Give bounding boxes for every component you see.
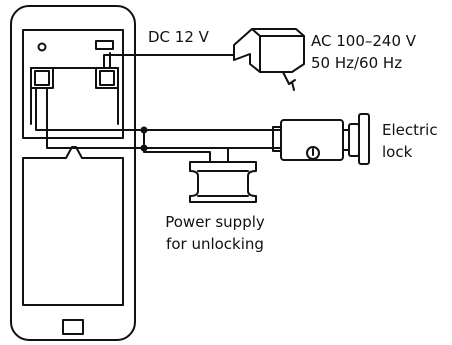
power-supply-line1: Power supply [165,213,265,231]
status-led [37,42,47,52]
electric-lock-line1: Electric [382,121,438,139]
inner-panel-outline [30,67,119,125]
dc-voltage-label: DC 12 V [148,28,209,46]
ac-frequency-line2: 50 Hz/60 Hz [311,54,403,72]
lower-cover [22,146,124,306]
junction-dot-lower [140,144,148,152]
door-station-body [10,5,136,341]
ac-voltage-label: AC 100–240 V 50 Hz/60 Hz [311,32,416,72]
right-terminal-block [95,67,119,89]
dc-power-wire [103,54,235,69]
electric-lock [272,113,370,165]
lock-wire-lower [46,87,282,149]
ac-plug-prongs [282,71,296,91]
ac-adapter [233,28,305,91]
power-supply-label: Power supply for unlocking [141,213,289,253]
electric-lock-label: Electric lock [382,121,438,161]
left-terminal-block [30,67,54,89]
door-station-unit [10,5,136,341]
bottom-port [62,319,84,335]
top-connector [95,40,114,50]
electric-lock-line2: lock [382,143,413,161]
unlock-power-supply [189,161,257,203]
ac-voltage-line1: AC 100–240 V [311,32,417,50]
psu-wire-left-drop [143,147,211,163]
lock-wire-upper [35,87,282,131]
door-station-top-panel [22,29,124,139]
power-supply-line2: for unlocking [166,235,264,253]
junction-dot-upper [140,126,148,134]
